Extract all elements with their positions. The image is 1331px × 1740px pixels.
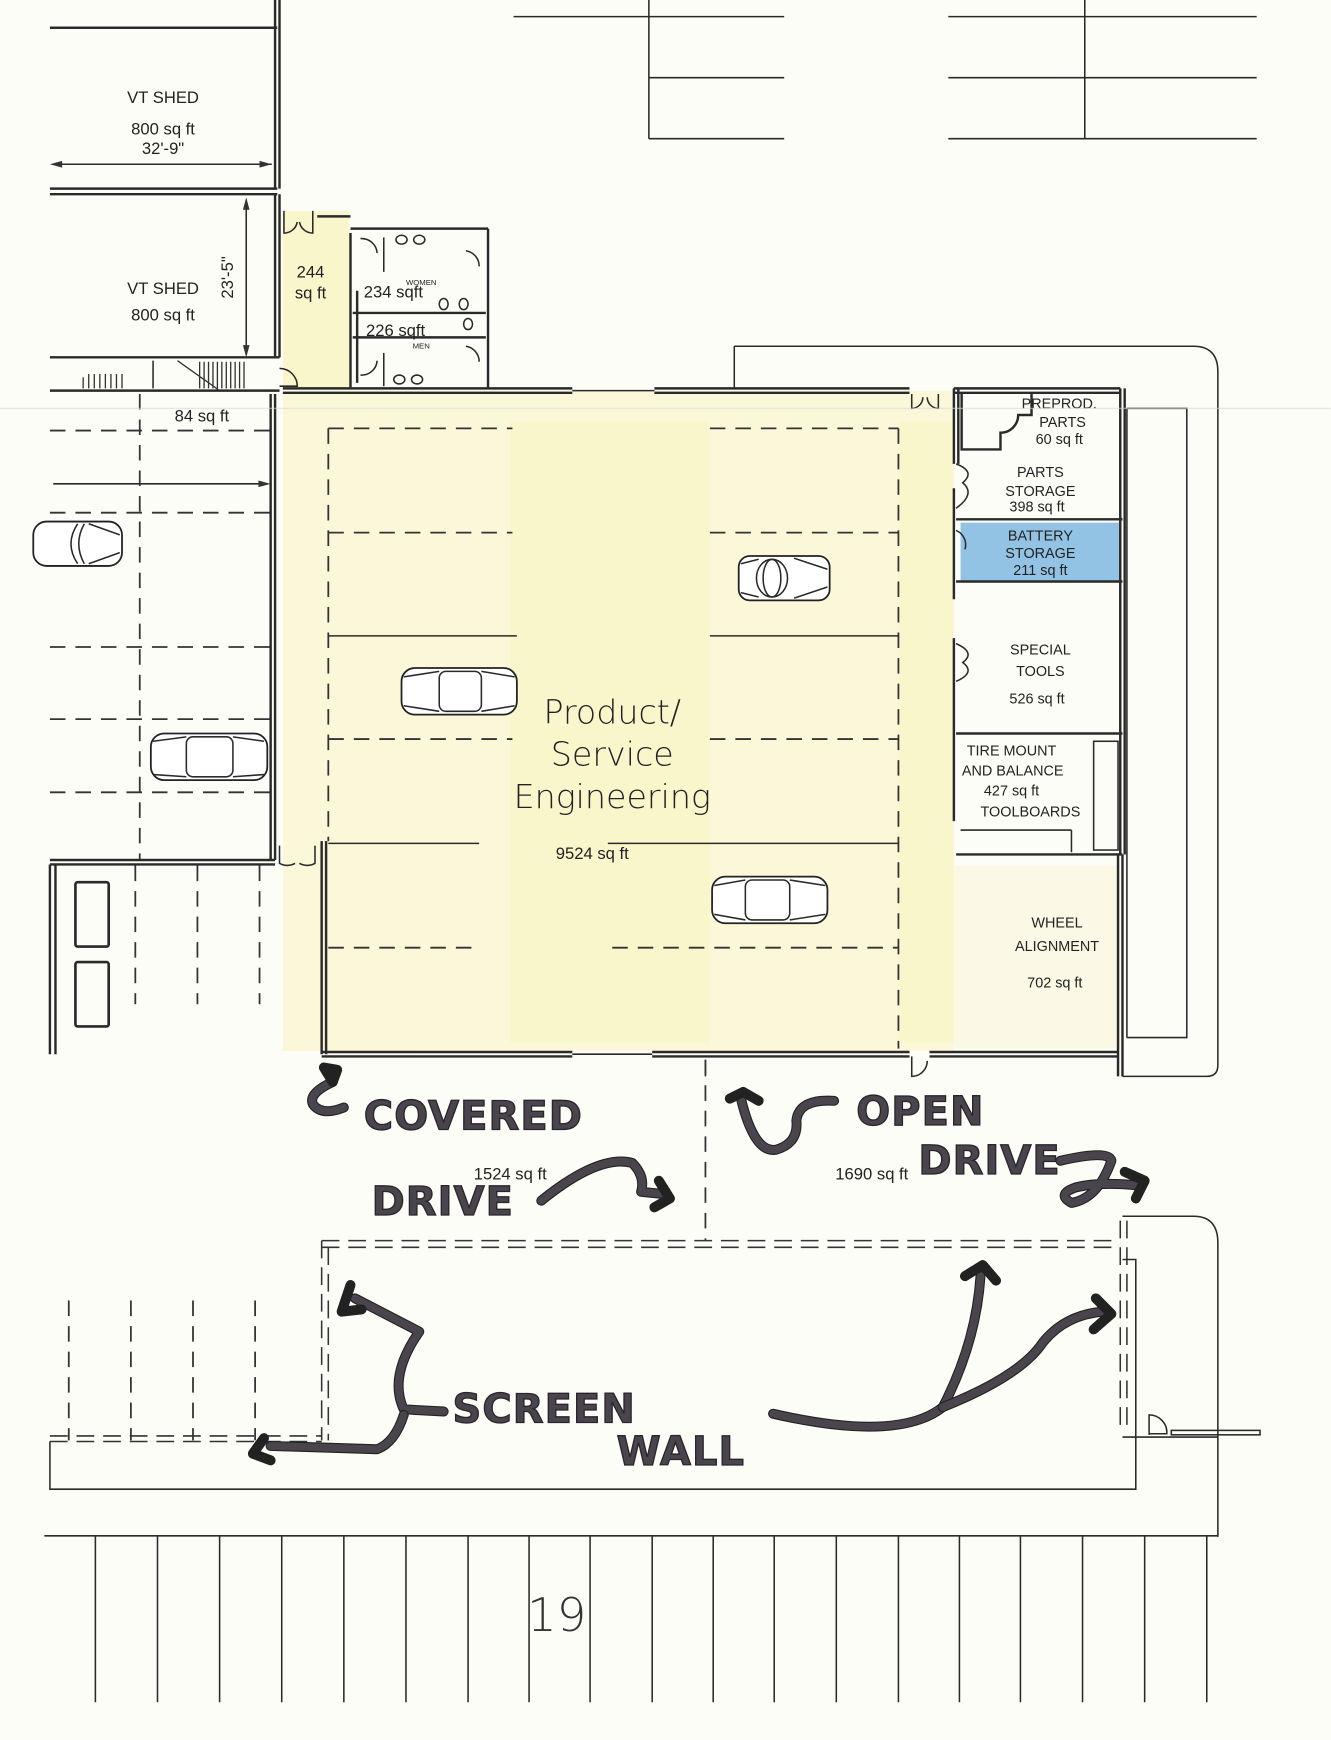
left-parking [32, 393, 277, 866]
special-tools-area: 526 sq ft [1009, 692, 1064, 708]
service-bays [327, 427, 900, 1049]
top-parking-lines [513, 0, 1257, 140]
page-number: 19 [527, 1588, 586, 1642]
main-bay-line2: Service [551, 735, 674, 774]
open-drive-word2: DRIVE [918, 1138, 1060, 1184]
stair-area: 84 sq ft [49, 356, 299, 426]
main-bay-area: 9524 sq ft [556, 844, 629, 863]
wheel-area: 702 sq ft [1027, 976, 1082, 992]
restrooms: WOMEN 234 sqft 226 sqft MEN [352, 234, 486, 387]
battery-line2: STORAGE [1005, 546, 1075, 562]
open-drive-word1: OPEN [856, 1089, 984, 1135]
main-bay-line3: Engineering [514, 777, 711, 816]
main-bay-label: Product/ Service Engineering 9524 sq ft [514, 693, 711, 863]
battery-line1: BATTERY [1008, 528, 1073, 544]
parts-storage-line2: STORAGE [1005, 484, 1075, 500]
preprod-line2: PARTS [1039, 415, 1086, 431]
vt-shed-2-name: VT SHED [127, 279, 199, 298]
wheel-line1: WHEEL [1031, 916, 1082, 932]
women-area: 234 sqft [364, 282, 424, 301]
vt-shed-1-dimension: 32'-9" [142, 139, 184, 158]
covered-drive-area: 1524 sq ft [474, 1165, 547, 1184]
car-icon [711, 875, 829, 925]
preprod-line1: PREPROD. [1022, 396, 1097, 412]
preprod-area: 60 sq ft [1036, 432, 1083, 448]
vestibule-area-1: 244 [297, 262, 325, 281]
vt-shed-2: 23'-5" VT SHED 800 sq ft [127, 194, 281, 358]
parts-storage-line1: PARTS [1017, 465, 1064, 481]
car-icon [149, 732, 269, 782]
main-building-walls [282, 387, 1124, 1078]
right-rooms: PREPROD. PARTS 60 sq ft PARTS STORAGE 39… [952, 387, 1126, 992]
men-area: 226 sqft [366, 321, 426, 340]
vt-shed-2-dimension: 23'-5" [218, 256, 237, 298]
open-drive-area: 1690 sq ft [835, 1165, 908, 1184]
special-tools-line2: TOOLS [1016, 664, 1065, 680]
women-label: WOMEN [406, 278, 437, 287]
special-tools-line1: SPECIAL [1010, 643, 1071, 659]
marker-annotations: COVERED DRIVE 1524 sq ft OPEN DRIVE 1690… [247, 1062, 1150, 1475]
screen-wall-word2: WALL [617, 1429, 745, 1475]
battery-highlight [960, 522, 1121, 583]
yellow-highlight [282, 210, 1121, 1051]
car-icon [400, 667, 518, 716]
vt-shed-1-area: 800 sq ft [131, 119, 195, 138]
screen-wall-outline [49, 1215, 1261, 1537]
parts-storage-area: 398 sq ft [1009, 500, 1064, 516]
screen-wall-word1: SCREEN [453, 1387, 636, 1433]
car-icon [32, 520, 123, 567]
vestibule: 244 sq ft [283, 210, 490, 389]
men-label: MEN [413, 341, 430, 350]
tire-line1: TIRE MOUNT [967, 744, 1057, 760]
lower-left-structure [48, 845, 316, 1055]
vt-shed-2-area: 800 sq ft [131, 306, 195, 325]
battery-area: 211 sq ft [1013, 563, 1067, 579]
vt-shed-1: VT SHED 800 sq ft 32'-9" [49, 0, 281, 196]
covered-drive-word2: DRIVE [372, 1179, 514, 1225]
toolboards-label: TOOLBOARDS [981, 805, 1081, 821]
stair-area-label: 84 sq ft [175, 407, 230, 426]
wheel-line2: ALIGNMENT [1015, 939, 1099, 955]
tire-area: 427 sq ft [984, 784, 1039, 800]
main-bay-line1: Product/ [544, 693, 681, 732]
vt-shed-1-name: VT SHED [127, 88, 199, 107]
tire-line2: AND BALANCE [962, 764, 1064, 780]
covered-drive-word1: COVERED [364, 1094, 583, 1140]
car-icon [737, 555, 831, 602]
bottom-parking: 19 [44, 1535, 1218, 1703]
vestibule-area-2: sq ft [295, 284, 327, 303]
